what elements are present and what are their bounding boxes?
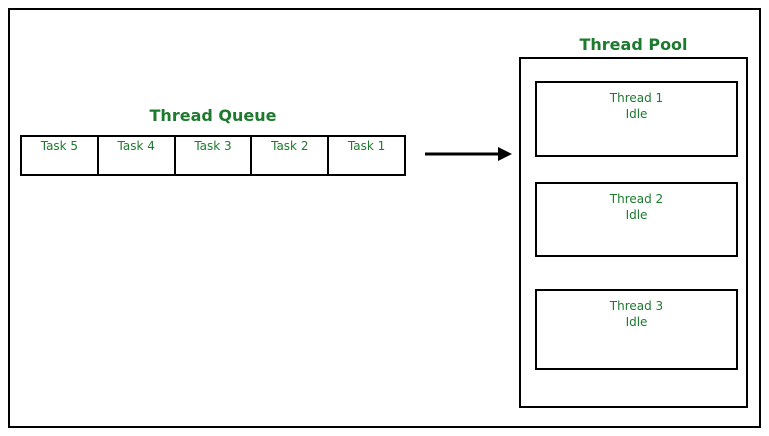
thread-queue-title: Thread Queue xyxy=(149,106,277,125)
thread-state-label: Idle xyxy=(625,315,648,329)
queue-task-cell[interactable]: Task 1 xyxy=(329,137,404,174)
thread-name-label: Thread 3 xyxy=(609,299,664,313)
thread-name-label: Thread 2 xyxy=(609,192,664,206)
thread-slot[interactable]: Thread 3 Idle xyxy=(535,289,738,370)
thread-pool-title: Thread Pool xyxy=(579,35,688,54)
queue-task-label: Task 1 xyxy=(347,139,386,153)
flow-arrow-icon xyxy=(425,147,512,161)
thread-pool-box: Thread 1 Idle Thread 2 Idle Thread 3 Idl… xyxy=(519,57,748,408)
thread-slot[interactable]: Thread 2 Idle xyxy=(535,182,738,257)
thread-name-label: Thread 1 xyxy=(609,91,664,105)
thread-state-label: Idle xyxy=(625,208,648,222)
queue-task-label: Task 2 xyxy=(271,139,309,153)
diagram-outer-frame xyxy=(8,8,761,428)
thread-state-label: Idle xyxy=(625,107,648,121)
queue-task-label: Task 4 xyxy=(117,139,155,153)
queue-task-label: Task 5 xyxy=(40,139,79,153)
queue-task-cell[interactable]: Task 5 xyxy=(22,137,99,174)
queue-task-cell[interactable]: Task 2 xyxy=(252,137,330,174)
thread-slot[interactable]: Thread 1 Idle xyxy=(535,81,738,157)
queue-task-label: Task 3 xyxy=(194,139,232,153)
thread-queue-table: Task 5 Task 4 Task 3 Task 2 Task 1 xyxy=(20,135,406,176)
queue-task-cell[interactable]: Task 3 xyxy=(176,137,253,174)
queue-task-cell[interactable]: Task 4 xyxy=(99,137,176,174)
